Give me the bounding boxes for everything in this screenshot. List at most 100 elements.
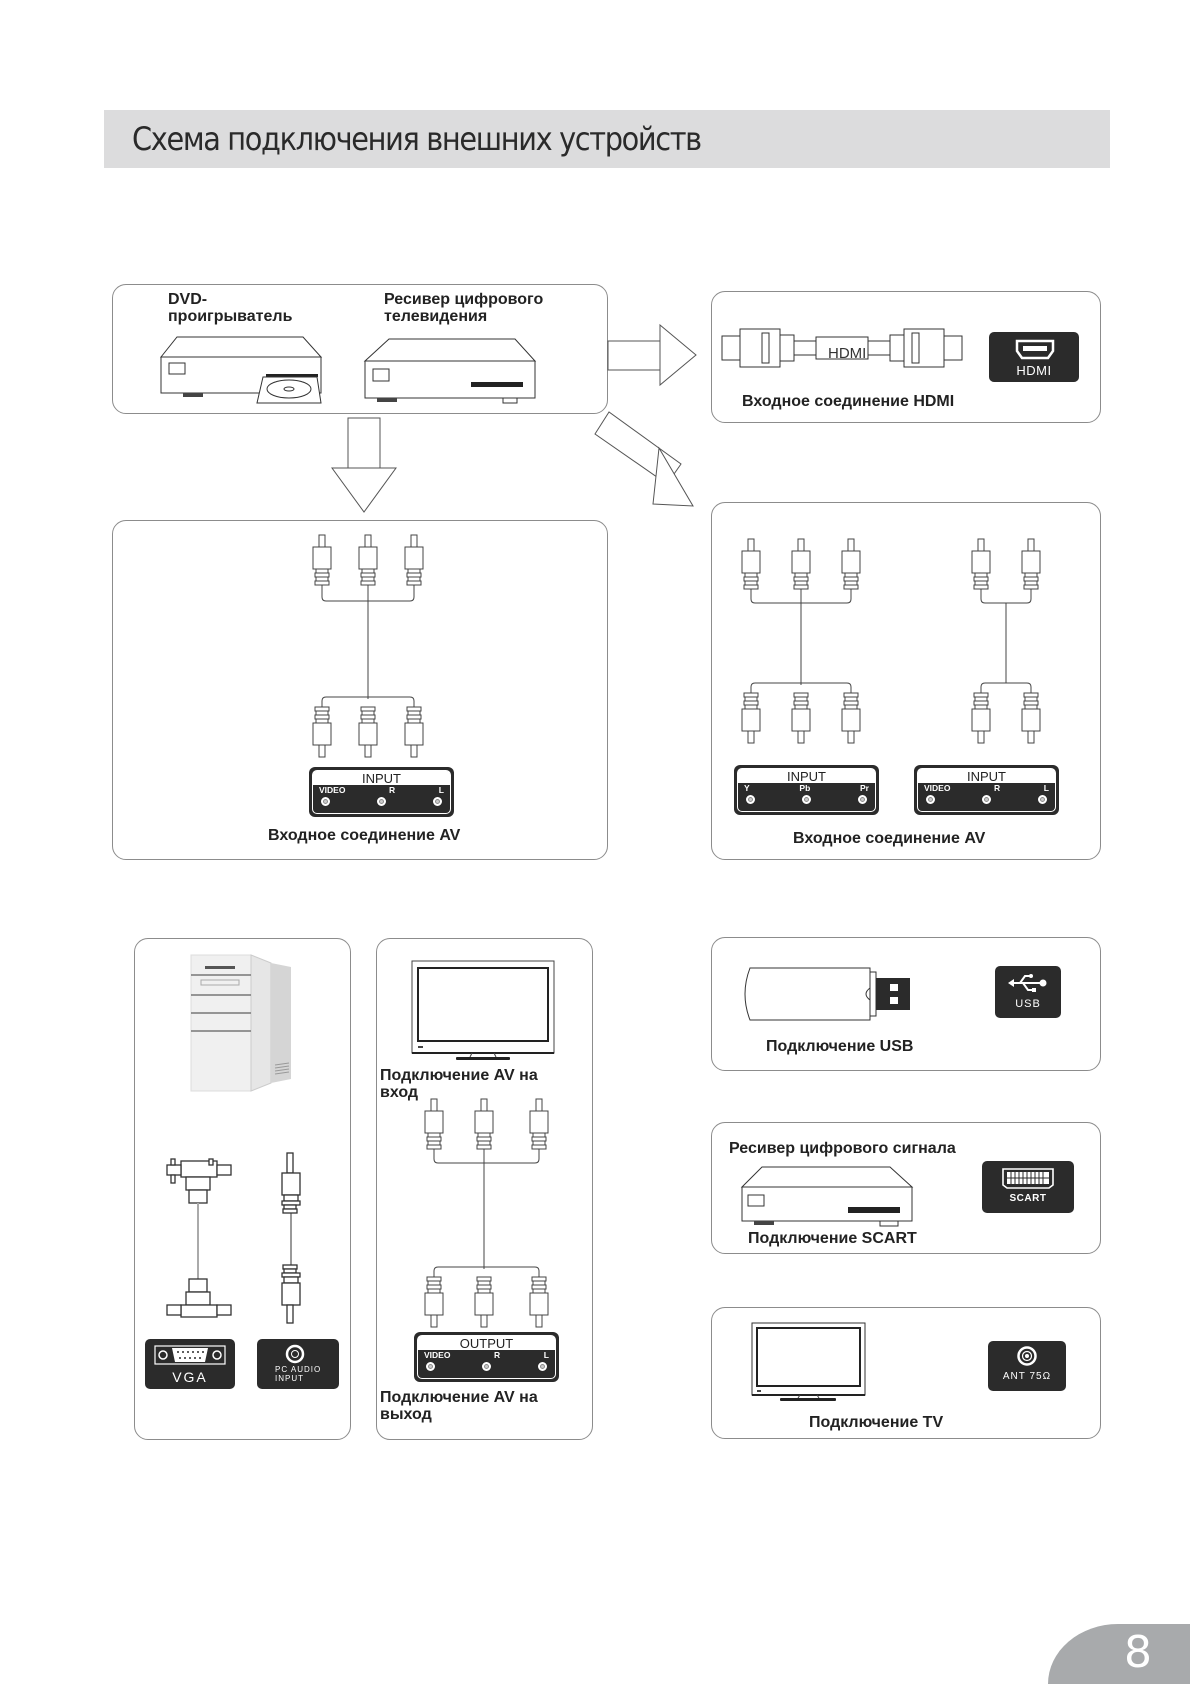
scart-source-label: Ресивер цифрового сигнала xyxy=(729,1140,956,1157)
port-label-l: L xyxy=(438,785,444,795)
av-right-caption: Входное соединение AV xyxy=(793,830,986,847)
arrow-down xyxy=(331,417,397,513)
hdmi-caption: Входное соединение HDMI xyxy=(742,393,955,410)
pc-audio-label-line2: INPUT xyxy=(275,1374,304,1383)
antenna-jack-label: ANT 75Ω xyxy=(1002,1371,1052,1382)
hdmi-cable-icon xyxy=(721,328,963,368)
page-number: 8 xyxy=(1124,1627,1152,1678)
component-panel-title: INPUT xyxy=(738,769,875,784)
pc-audio-label-line1: PC AUDIO xyxy=(275,1365,322,1374)
receiver-label: Ресивер цифрового телевидения xyxy=(384,291,543,325)
av-out-caption-line2: выход xyxy=(380,1406,432,1423)
av-out-caption: Подключение AV на выход xyxy=(380,1389,538,1423)
hdmi-panel: HDMI HDMI Входное соединение HDMI xyxy=(711,291,1101,423)
port-label-pr: Pr xyxy=(860,783,869,793)
video-port-icon xyxy=(321,797,330,806)
audio-l-port-icon xyxy=(1038,795,1047,804)
y-port-icon xyxy=(746,795,755,804)
av-io-panel: Подключение AV на вход OUTPUT VIDEO R L xyxy=(376,938,593,1440)
pc-audio-jack: PC AUDIO INPUT xyxy=(257,1339,339,1389)
usb-jack: USB xyxy=(995,966,1061,1018)
composite-input-jack-panel: INPUT VIDEO R L xyxy=(914,765,1059,815)
av-input-jack-panel: INPUT VIDEO R L xyxy=(309,767,454,817)
port-label-video: VIDEO xyxy=(424,1350,451,1360)
port-label-r: R xyxy=(389,785,396,795)
av-in-caption-line2: вход xyxy=(380,1084,419,1101)
audio-cable-icon xyxy=(971,538,1041,744)
page-title: Схема подключения внешних устройств xyxy=(132,120,702,158)
coax-port-icon xyxy=(1017,1346,1037,1366)
tv-monitor-icon xyxy=(411,960,555,1060)
tv-monitor-icon xyxy=(751,1322,866,1401)
av-in-caption-line1: Подключение AV на xyxy=(380,1067,538,1084)
audio-r-port-icon xyxy=(377,797,386,806)
port-label-video: VIDEO xyxy=(319,785,346,795)
tv-caption: Подключение TV xyxy=(809,1414,944,1431)
usb-jack-label: USB xyxy=(1015,998,1041,1010)
usb-symbol-icon xyxy=(1008,974,1047,992)
scart-jack: SCART xyxy=(982,1161,1074,1213)
av-input-panel-left: INPUT VIDEO R L Входное соединение AV xyxy=(112,520,608,860)
av-left-caption: Входное соединение AV xyxy=(268,827,461,844)
port-label-r: R xyxy=(994,783,1001,793)
dvd-label: DVD- проигрыватель xyxy=(168,291,292,325)
vga-port-icon xyxy=(154,1345,226,1365)
digital-receiver-icon xyxy=(740,1166,914,1227)
usb-flash-drive-icon xyxy=(744,967,910,1021)
rca-cable-icon xyxy=(312,534,424,758)
antenna-jack: ANT 75Ω xyxy=(988,1341,1066,1391)
port-label-l: L xyxy=(543,1350,549,1360)
av-output-jack-panel: OUTPUT VIDEO R L xyxy=(414,1332,559,1382)
pr-port-icon xyxy=(858,795,867,804)
source-devices-panel: DVD- проигрыватель Ресивер цифрового тел… xyxy=(112,284,608,414)
receiver-label-line1: Ресивер цифрового xyxy=(384,291,544,308)
vga-cable-icon xyxy=(166,1158,232,1318)
arrow-right xyxy=(607,323,697,387)
av-in-caption: Подключение AV на вход xyxy=(380,1067,538,1101)
usb-panel: USB Подключение USB xyxy=(711,937,1101,1071)
video-port-icon xyxy=(426,1362,435,1371)
input-panel-title: INPUT xyxy=(313,771,450,786)
port-label-video: VIDEO xyxy=(924,783,951,793)
usb-caption: Подключение USB xyxy=(766,1038,914,1055)
dvd-label-line1: DVD- xyxy=(168,291,208,308)
hdmi-cable-label: HDMI xyxy=(828,345,867,362)
dvd-label-line2: проигрыватель xyxy=(168,308,293,325)
audio-l-port-icon xyxy=(538,1362,547,1371)
composite-panel-title: INPUT xyxy=(918,769,1055,784)
audio-l-port-icon xyxy=(433,797,442,806)
scart-jack-label: SCART xyxy=(1009,1193,1047,1204)
video-port-icon xyxy=(926,795,935,804)
port-label-pb: Pb xyxy=(799,783,811,793)
port-label-r: R xyxy=(494,1350,501,1360)
title-bar xyxy=(104,110,1110,168)
dvd-player-icon xyxy=(159,336,323,404)
scart-port-icon xyxy=(1002,1168,1054,1189)
component-cable-icon xyxy=(741,538,861,744)
vga-jack-label: VGA xyxy=(172,1369,208,1385)
port-label-l: L xyxy=(1043,783,1049,793)
pc-audio-label: PC AUDIO INPUT xyxy=(275,1365,321,1383)
av-input-panel-right: INPUT Y Pb Pr INPUT VIDEO R L xyxy=(711,502,1101,860)
audio-port-icon xyxy=(285,1344,305,1364)
output-panel-title: OUTPUT xyxy=(418,1336,555,1351)
audio-cable-icon xyxy=(281,1152,301,1324)
hdmi-port-icon xyxy=(1015,339,1055,360)
port-label-y: Y xyxy=(744,783,750,793)
hdmi-jack: HDMI xyxy=(989,332,1079,382)
rca-cable-icon xyxy=(424,1098,549,1328)
hdmi-jack-label: HDMI xyxy=(1016,363,1052,378)
tv-receiver-icon xyxy=(363,338,537,404)
page-number-tab xyxy=(1048,1624,1190,1684)
audio-r-port-icon xyxy=(982,795,991,804)
arrow-diagonal xyxy=(594,411,694,507)
receiver-label-line2: телевидения xyxy=(384,308,488,325)
pc-connection-panel: VGA PC AUDIO INPUT xyxy=(134,938,351,1440)
pb-port-icon xyxy=(802,795,811,804)
av-out-caption-line1: Подключение AV на xyxy=(380,1389,538,1406)
tv-antenna-panel: ANT 75Ω Подключение TV xyxy=(711,1307,1101,1439)
vga-jack: VGA xyxy=(145,1339,235,1389)
audio-r-port-icon xyxy=(482,1362,491,1371)
scart-panel: Ресивер цифрового сигнала SCART Подключе… xyxy=(711,1122,1101,1254)
component-input-jack-panel: INPUT Y Pb Pr xyxy=(734,765,879,815)
